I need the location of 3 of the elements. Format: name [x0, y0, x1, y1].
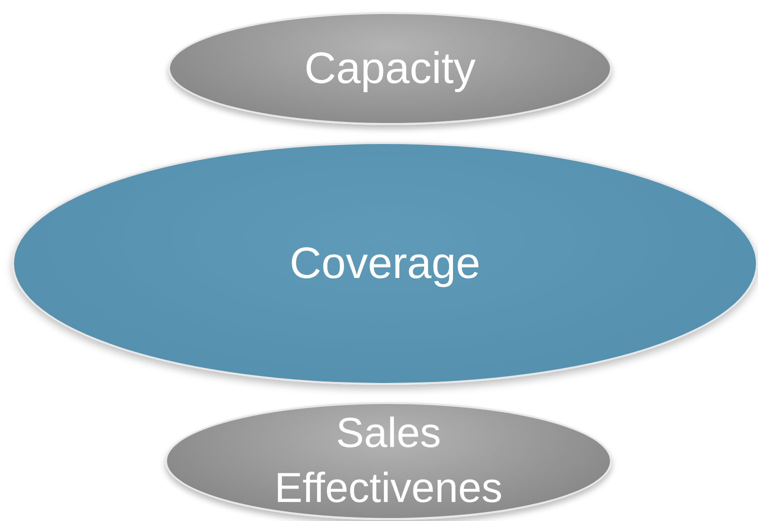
- oval-node: Coverage: [12, 142, 758, 385]
- oval-node: Sales Effectivenes: [165, 402, 612, 520]
- oval-node: Capacity: [168, 12, 612, 125]
